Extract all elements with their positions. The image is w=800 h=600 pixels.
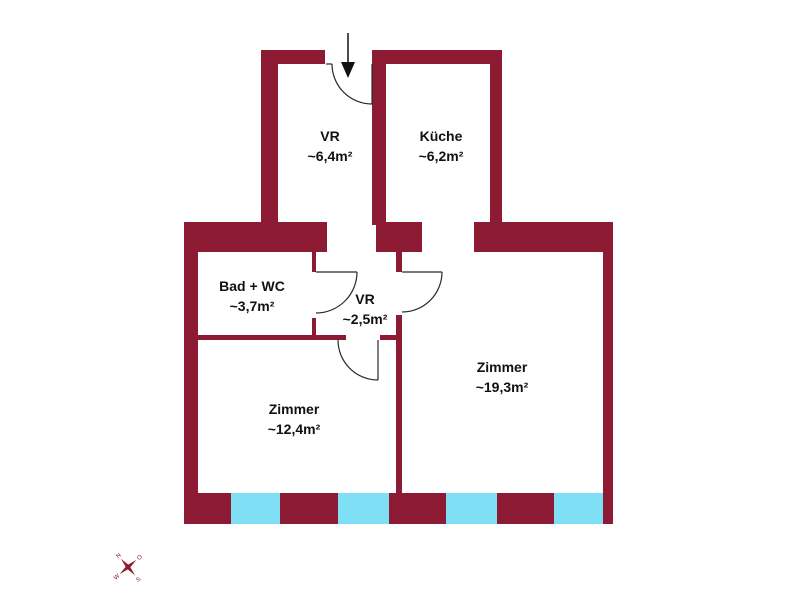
entrance-door — [326, 63, 373, 105]
room-area-zimmer-large: ~19,3m² — [476, 379, 529, 395]
wall-top-right — [490, 50, 502, 225]
compass-n: N — [115, 553, 122, 560]
wall-bad-right-lower — [312, 318, 316, 340]
room-area-kueche: ~6,2m² — [419, 148, 464, 164]
room-name-vr-top: VR — [320, 128, 339, 144]
compass-s: S — [135, 576, 142, 583]
wall-vr-kueche — [372, 55, 386, 225]
wall-zimmer-divider — [396, 315, 402, 495]
wall-vr-right — [396, 250, 402, 272]
room-area-bad: ~3,7m² — [230, 298, 275, 314]
wall-vr-bottom-right — [380, 335, 402, 340]
zimmer-large-door — [401, 271, 443, 313]
compass-o: O — [136, 554, 144, 562]
room-area-vr-mid: ~2,5m² — [343, 311, 388, 327]
wall-band-mid — [376, 222, 422, 252]
bad-door — [315, 271, 358, 314]
wall-bad-bottom — [196, 335, 346, 340]
room-name-zimmer-large: Zimmer — [477, 359, 528, 375]
wall-outer-left — [184, 222, 198, 524]
wall-band-left — [184, 222, 327, 252]
compass-icon: N S O W — [113, 553, 144, 584]
room-name-vr-mid: VR — [355, 291, 374, 307]
entrance-arrow-icon — [341, 33, 355, 78]
room-name-bad: Bad + WC — [219, 278, 285, 294]
zimmer-small-door — [337, 339, 379, 381]
window-3 — [446, 493, 497, 524]
compass-w: W — [113, 573, 121, 581]
window-4 — [554, 493, 603, 524]
room-area-vr-top: ~6,4m² — [308, 148, 353, 164]
room-area-zimmer-small: ~12,4m² — [268, 421, 321, 437]
room-name-zimmer-small: Zimmer — [269, 401, 320, 417]
wall-band-right — [474, 222, 612, 252]
window-2 — [338, 493, 389, 524]
wall-top-upper-right — [372, 50, 502, 64]
room-name-kueche: Küche — [420, 128, 463, 144]
window-1 — [231, 493, 280, 524]
wall-bad-right — [312, 250, 316, 272]
wall-outer-right — [603, 222, 613, 524]
wall-top-upper-left — [261, 50, 325, 64]
wall-top-left — [261, 50, 278, 225]
